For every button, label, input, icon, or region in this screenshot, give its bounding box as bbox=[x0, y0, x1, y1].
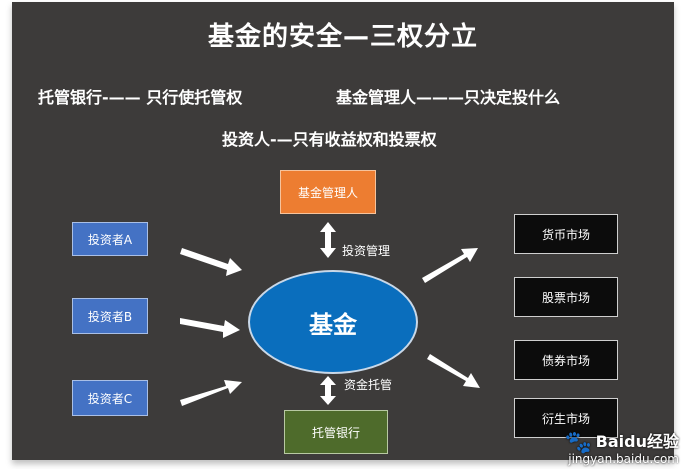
investor-a-box: 投资者A bbox=[72, 222, 148, 256]
arrow-investor-b bbox=[180, 318, 240, 338]
bond-market-box: 债券市场 bbox=[514, 340, 618, 380]
watermark-url: jingyan.baidu.com bbox=[568, 452, 679, 466]
investor-c-box: 投资者C bbox=[72, 380, 148, 416]
bank-edge-label: 资金托管 bbox=[344, 378, 393, 392]
money-market-box: 货币市场 bbox=[514, 214, 618, 254]
custodian-bank-box: 托管银行 bbox=[284, 410, 388, 454]
paw-icon: 🐾 bbox=[564, 430, 592, 455]
investor-role-line: 投资人-—只有收益权和投票权 bbox=[222, 130, 437, 149]
arrow-investor-a bbox=[180, 248, 242, 276]
fund-manager-box: 基金管理人 bbox=[280, 170, 376, 214]
stock-market-box: 股票市场 bbox=[514, 277, 618, 317]
arrows-layer bbox=[180, 222, 480, 406]
derivatives-market-box: 衍生市场 bbox=[514, 398, 618, 438]
baidu-watermark: 🐾 Baidu经验 jingyan.baidu.com bbox=[564, 431, 679, 468]
arrow-to-money-market bbox=[422, 248, 478, 283]
arrow-investor-c bbox=[180, 380, 242, 406]
watermark-brand: Baidu经验 bbox=[595, 431, 679, 451]
fund-ellipse: 基金 bbox=[248, 270, 418, 374]
slide-title: 基金的安全—三权分立 bbox=[207, 22, 478, 52]
slide: 基金的安全—三权分立 托管银行-—— 只行使托管权 基金管理人———只决定投什么… bbox=[12, 2, 674, 460]
arrow-to-bond-market bbox=[427, 354, 480, 388]
bank-role-line: 托管银行-—— 只行使托管权 bbox=[38, 88, 243, 107]
double-arrow-bank bbox=[320, 376, 336, 405]
manager-role-line: 基金管理人———只决定投什么 bbox=[336, 88, 561, 107]
manager-edge-label: 投资管理 bbox=[342, 244, 391, 258]
investor-b-box: 投资者B bbox=[72, 298, 148, 334]
double-arrow-manager bbox=[320, 222, 336, 258]
